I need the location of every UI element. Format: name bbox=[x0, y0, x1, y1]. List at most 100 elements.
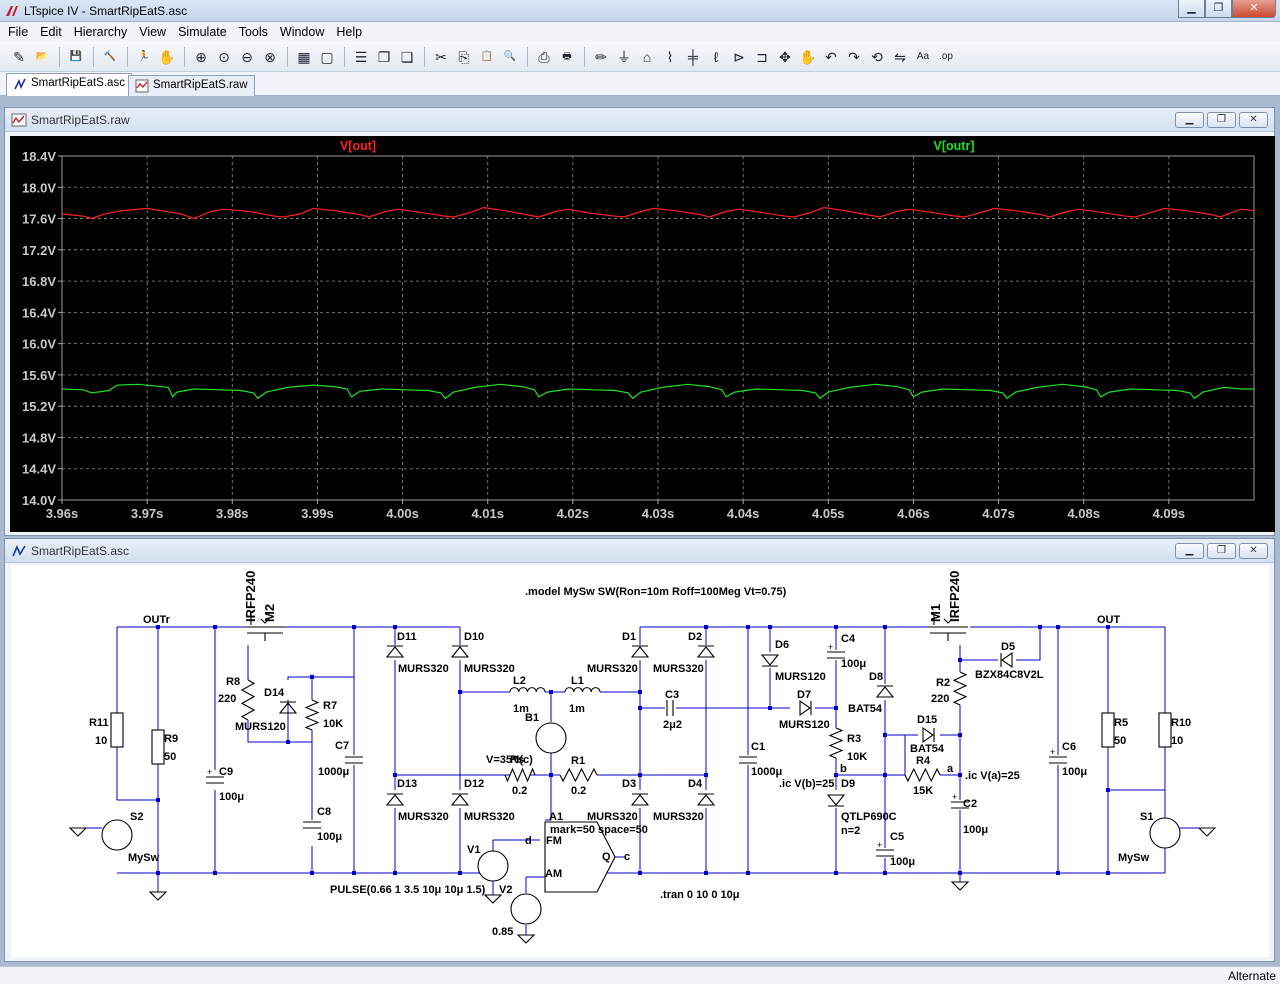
diode-d7[interactable] bbox=[799, 699, 812, 717]
diode-d4[interactable] bbox=[696, 793, 716, 806]
tab-waveform[interactable]: SmartRipEatS.raw bbox=[128, 75, 255, 96]
zoom-out-button[interactable]: ⊖ bbox=[236, 46, 258, 68]
switch-s1[interactable] bbox=[1149, 817, 1181, 849]
capacitor-c3[interactable] bbox=[666, 700, 674, 716]
print-button[interactable]: 🖶 bbox=[556, 46, 578, 68]
diode-d13[interactable] bbox=[385, 793, 405, 806]
mosfet-m2[interactable] bbox=[245, 615, 285, 641]
menu-hierarchy[interactable]: Hierarchy bbox=[73, 25, 128, 39]
close-button[interactable]: ✕ bbox=[1232, 0, 1276, 18]
mirror-button[interactable]: ⇋ bbox=[889, 46, 911, 68]
schematic-close-button[interactable]: ✕ bbox=[1239, 543, 1268, 559]
capacitor-c9[interactable] bbox=[206, 776, 224, 784]
resistor-r5[interactable] bbox=[1101, 712, 1115, 748]
diode-d15[interactable] bbox=[922, 726, 935, 744]
resistor-r9[interactable] bbox=[151, 729, 165, 765]
control-panel-button[interactable]: 🔨 bbox=[99, 46, 121, 68]
move-button[interactable]: ✥ bbox=[774, 46, 796, 68]
diode-d2[interactable] bbox=[696, 645, 716, 658]
redo-button[interactable]: ↷ bbox=[843, 46, 865, 68]
resistor-r1[interactable] bbox=[559, 767, 598, 783]
copy-button[interactable]: ⎘ bbox=[453, 46, 475, 68]
diode-d11[interactable] bbox=[385, 645, 405, 658]
tab-schematic[interactable]: SmartRipEatS.asc bbox=[6, 73, 132, 96]
label-net-button[interactable]: ⌂ bbox=[636, 46, 658, 68]
run-button[interactable]: 🏃 bbox=[133, 46, 155, 68]
halt-button[interactable]: ✋ bbox=[156, 46, 178, 68]
menu-help[interactable]: Help bbox=[336, 25, 363, 39]
ground-button[interactable]: ⏚ bbox=[613, 46, 635, 68]
inductor-l1[interactable] bbox=[564, 687, 601, 693]
tran-directive[interactable]: .tran 0 10 0 10μ bbox=[660, 889, 740, 901]
menu-file[interactable]: File bbox=[8, 25, 29, 39]
minimize-button[interactable]: ▁ bbox=[1178, 0, 1205, 18]
voltage-source-v1[interactable] bbox=[477, 850, 509, 882]
capacitor-c2[interactable] bbox=[951, 801, 969, 809]
cut-button[interactable]: ✂ bbox=[430, 46, 452, 68]
autorange-button[interactable]: ▦ bbox=[293, 46, 315, 68]
zoom-in-button[interactable]: ⊕ bbox=[190, 46, 212, 68]
led-d9[interactable] bbox=[826, 794, 846, 807]
save-button[interactable]: 💾 bbox=[65, 46, 87, 68]
model-directive[interactable]: .model MySw SW(Ron=10m Roff=100Meg Vt=0.… bbox=[525, 586, 787, 598]
component-button[interactable]: ⊐ bbox=[751, 46, 773, 68]
schematic-drawing[interactable]: +++++ .model MySw SW(Ron=10m Roff=100Meg… bbox=[11, 565, 1269, 957]
schematic-canvas[interactable]: +++++ .model MySw SW(Ron=10m Roff=100Meg… bbox=[11, 565, 1269, 957]
inductor-button[interactable]: ℓ bbox=[705, 46, 727, 68]
maximize-button[interactable]: ❐ bbox=[1205, 0, 1232, 18]
schematic-window-titlebar[interactable]: SmartRipEatS.asc ▁ ❐ ✕ bbox=[5, 539, 1274, 563]
print-setup-button[interactable]: ⎙ bbox=[533, 46, 555, 68]
menu-edit[interactable]: Edit bbox=[40, 25, 62, 39]
find-button[interactable]: 🔍 bbox=[499, 46, 521, 68]
capacitor-c6[interactable] bbox=[1049, 756, 1067, 764]
diode-d6[interactable] bbox=[760, 654, 780, 667]
zoom-pan-button[interactable]: ⊙ bbox=[213, 46, 235, 68]
capacitor-c4[interactable] bbox=[827, 651, 845, 659]
new-schematic-button[interactable]: ✎ bbox=[8, 46, 30, 68]
zener-d5[interactable] bbox=[1000, 651, 1013, 669]
resistor-r3[interactable] bbox=[828, 727, 844, 759]
wire-button[interactable]: ✏ bbox=[590, 46, 612, 68]
open-button[interactable]: 📂 bbox=[31, 46, 53, 68]
diode-d3[interactable] bbox=[630, 793, 650, 806]
zoom-fit-button[interactable]: ⊗ bbox=[259, 46, 281, 68]
paste-button[interactable]: 📋 bbox=[476, 46, 498, 68]
capacitor-c8[interactable] bbox=[303, 821, 321, 829]
inductor-l2[interactable] bbox=[509, 687, 546, 693]
undo-button[interactable]: ↶ bbox=[820, 46, 842, 68]
menu-simulate[interactable]: Simulate bbox=[178, 25, 227, 39]
resistor-rs[interactable] bbox=[504, 767, 536, 783]
waveform-minimize-button[interactable]: ▁ bbox=[1175, 112, 1204, 128]
capacitor-button[interactable]: ╪ bbox=[682, 46, 704, 68]
diode-d14[interactable] bbox=[278, 701, 298, 714]
undo-zoom-button[interactable]: ▢ bbox=[316, 46, 338, 68]
text-button[interactable]: Aa bbox=[912, 46, 934, 68]
resistor-r2[interactable] bbox=[952, 671, 968, 706]
diode-button[interactable]: ⊳ bbox=[728, 46, 750, 68]
rotate-button[interactable]: ⟲ bbox=[866, 46, 888, 68]
diode-d10[interactable] bbox=[450, 645, 470, 658]
menu-tools[interactable]: Tools bbox=[238, 25, 268, 39]
schematic-minimize-button[interactable]: ▁ bbox=[1175, 543, 1204, 559]
spice-directive-button[interactable]: .op bbox=[935, 46, 957, 68]
series-line-1[interactable] bbox=[61, 383, 1254, 400]
switch-s2[interactable] bbox=[101, 819, 133, 851]
voltage-source-v2[interactable] bbox=[510, 893, 542, 925]
diode-d8[interactable] bbox=[875, 685, 895, 698]
waveform-close-button[interactable]: ✕ bbox=[1239, 112, 1268, 128]
resistor-r8[interactable] bbox=[240, 679, 256, 721]
resistor-r7[interactable] bbox=[304, 699, 320, 731]
resistor-r4[interactable] bbox=[904, 767, 941, 783]
resistor-r10[interactable] bbox=[1158, 712, 1172, 748]
waveform-window-titlebar[interactable]: SmartRipEatS.raw ▁ ❐ ✕ bbox=[5, 108, 1274, 132]
resistor-r11[interactable] bbox=[110, 712, 124, 748]
cascade-button[interactable]: ❐ bbox=[373, 46, 395, 68]
tile-horizontal-button[interactable]: ☰ bbox=[350, 46, 372, 68]
mosfet-m1[interactable] bbox=[928, 615, 968, 641]
modulator-a1[interactable] bbox=[544, 821, 616, 893]
capacitor-c7[interactable] bbox=[345, 756, 363, 764]
capacitor-c5[interactable] bbox=[876, 849, 894, 857]
schematic-restore-button[interactable]: ❐ bbox=[1207, 543, 1236, 559]
